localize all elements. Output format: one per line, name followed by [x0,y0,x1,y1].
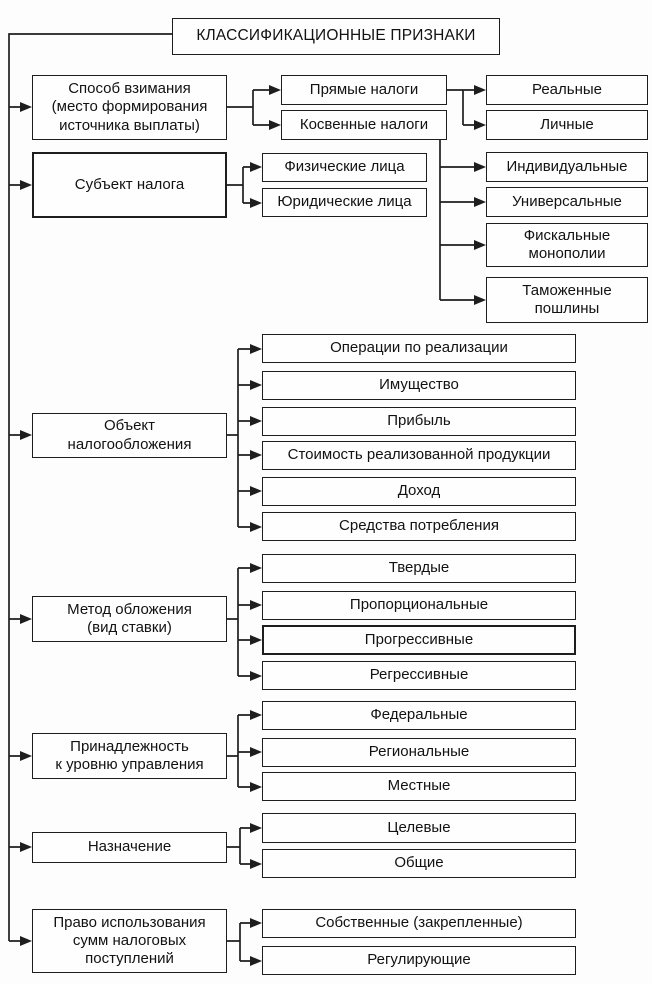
subtype-box-individual: Индивидуальные [486,152,648,182]
row6-branch-connector [227,823,262,869]
type-box-profit: Прибыль [262,407,576,436]
type-box-own-assigned: Собственные (закрепленные) [262,909,576,938]
criterion-box-tax-subject: Субъект налога [32,152,227,218]
row2-branch-connector [227,162,262,208]
indirect-tax-subtypes-connector [439,140,486,305]
criterion-box-taxation-method: Метод обложения (вид ставки) [32,596,227,642]
type-box-targeted: Целевые [262,813,576,843]
criterion-box-purpose: Назначение [32,832,227,863]
subtype-box-fiscal-monopolies: Фискальные монополии [486,223,648,267]
type-box-sales-operations: Операции по реализации [262,334,576,363]
type-box-local: Местные [262,772,576,801]
row3-branch-connector [227,344,262,532]
type-box-general: Общие [262,849,576,878]
criterion-box-government-level: Принадлежность к уровню управления [32,733,227,779]
type-box-federal: Федеральные [262,701,576,730]
subtype-box-customs-duties: Таможенные пошлины [486,277,648,323]
type-box-direct-taxes: Прямые налоги [281,75,447,105]
subtype-box-personal: Личные [486,110,648,140]
type-box-regional: Региональные [262,738,576,767]
direct-tax-subtypes-connector [447,85,486,130]
type-box-individuals: Физические лица [262,153,427,182]
criterion-box-usage-right: Право использования сумм налоговых посту… [32,909,227,973]
diagram-title: КЛАССИФИКАЦИОННЫЕ ПРИЗНАКИ [172,18,500,55]
row7-branch-connector [227,918,262,966]
type-box-progressive: Прогрессивные [262,625,576,655]
subtype-box-universal: Универсальные [486,187,648,217]
type-box-legal-entities: Юридические лица [262,188,427,217]
type-box-consumption-funds: Средства потребления [262,512,576,541]
type-box-sold-production-cost: Стоимость реализованной продукции [262,441,576,470]
type-box-fixed-rate: Твердые [262,554,576,583]
row1-branch-connector [227,85,281,130]
criterion-box-tax-object: Объект налогообложения [32,413,227,458]
type-box-income: Доход [262,477,576,506]
type-box-property: Имущество [262,371,576,400]
row5-branch-connector [227,710,262,792]
type-box-regressive: Регрессивные [262,661,576,690]
row4-branch-connector [227,563,262,681]
type-box-proportional: Пропорциональные [262,591,576,620]
subtype-box-real: Реальные [486,75,648,105]
type-box-indirect-taxes: Косвенные налоги [281,110,447,140]
criterion-box-collection-method: Способ взимания (место формирования исто… [32,75,227,140]
type-box-regulating: Регулирующие [262,946,576,975]
